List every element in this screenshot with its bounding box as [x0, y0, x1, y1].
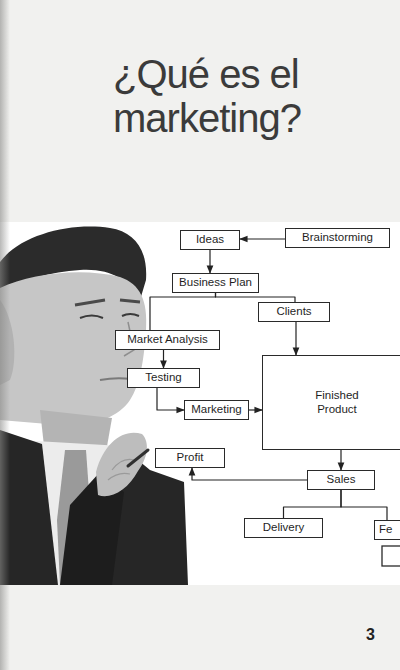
- process-box: Testing: [127, 368, 200, 388]
- box-label: Business Plan: [179, 276, 252, 290]
- flow-connector: [295, 322, 296, 355]
- process-box: Sales: [307, 470, 375, 490]
- product-box: Finished Product: [262, 355, 400, 450]
- eyebrows: [75, 300, 140, 305]
- process-box: Brainstorming: [285, 228, 390, 248]
- page-number: 3: [366, 626, 375, 644]
- flow-connector: [163, 350, 164, 368]
- box-label: Profit: [177, 451, 204, 465]
- process-box: Delivery: [244, 518, 323, 538]
- box-label: Brainstorming: [302, 231, 373, 245]
- process-box: Marketing: [184, 400, 249, 420]
- flow-connector: [216, 293, 296, 302]
- box-label: Clients: [276, 305, 311, 319]
- process-box: Market Analysis: [115, 330, 220, 350]
- box-label: Testing: [145, 371, 181, 385]
- box-label: Marketing: [191, 403, 242, 417]
- process-box: Profit: [155, 448, 225, 468]
- flow-connector: [249, 409, 262, 410]
- process-box: Business Plan: [172, 273, 259, 293]
- pen: [128, 450, 148, 466]
- process-box: Clients: [258, 302, 330, 322]
- cut-off-box: [382, 546, 400, 566]
- box-label: Fe: [379, 523, 392, 537]
- box-label: Finished Product: [302, 389, 372, 417]
- flow-connector: [192, 468, 307, 480]
- box-label: Delivery: [263, 521, 305, 535]
- hand: [96, 433, 147, 497]
- box-label: Market Analysis: [127, 333, 208, 347]
- process-box: Fe: [374, 520, 400, 540]
- flow-connector: [341, 490, 387, 520]
- book-gutter: [0, 0, 10, 670]
- box-label: Ideas: [196, 233, 224, 247]
- flow-connector: [157, 388, 184, 410]
- page-title: ¿Qué es el marketing?: [113, 52, 353, 140]
- flow-connector: [240, 238, 285, 239]
- flow-connector: [340, 450, 341, 470]
- box-label: Sales: [327, 473, 356, 487]
- process-box: Ideas: [180, 230, 240, 250]
- flow-connector: [209, 250, 210, 273]
- flow-connector: [284, 490, 342, 518]
- eyes: [80, 314, 139, 318]
- photo-ground: [0, 222, 400, 585]
- flow-connector: [150, 293, 216, 330]
